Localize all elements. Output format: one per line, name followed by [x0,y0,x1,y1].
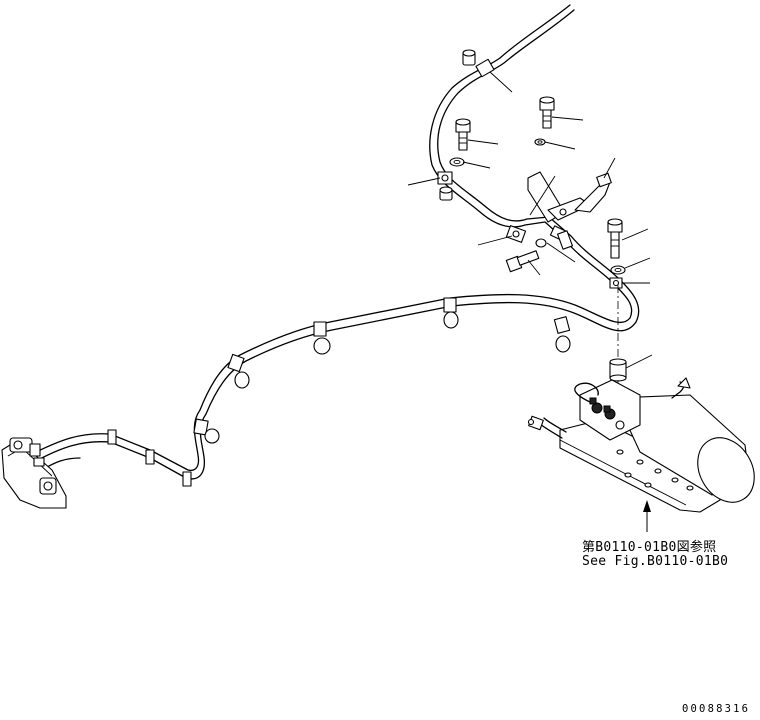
harness-tab-3 [182,471,192,487]
drawing-number: 00088316 [682,703,751,715]
p-clamp-3 [313,321,331,355]
cable-lug-left [527,415,544,431]
starter-motor-assembly [527,377,755,513]
washer-center [535,238,547,248]
p-clamp-4 [227,353,250,389]
spacer-collar [609,358,627,382]
washer-lower-right [610,265,626,275]
clamp-left-bracket [437,171,453,185]
clamp-right-lower [609,277,623,289]
bolt-upper-right [539,96,555,129]
p-clamp-2 [443,297,459,329]
washer-upper-right [534,138,546,146]
bolt-center [505,250,540,273]
reference-arrow [643,500,651,532]
harness-clamps [107,49,623,487]
leader-lines [407,71,653,369]
washer-upper-right-hole [537,140,543,144]
p-clamp-5 [193,418,220,444]
solenoid-terminals [589,397,625,430]
clamp-center-bracket [505,225,527,243]
wiring-harness [29,4,640,480]
bolt-lower-right [607,218,623,259]
p-clamp-1 [553,316,571,353]
washer-upper-left-hole [453,159,461,165]
harness-connector [549,225,573,250]
base-plate-holes [616,449,694,491]
bolt-upper-left [455,118,471,151]
reference-note-english: See Fig.B0110-01B0 [582,554,729,569]
harness-tab-1 [107,429,117,445]
rear-lamp-assembly [1,437,67,509]
motor-end-cap [697,437,755,503]
lamp-grommet [33,457,45,467]
lamp-connector-upper [9,437,41,457]
clamp-top [462,49,495,78]
mounting-bracket [527,171,612,223]
nut-left [439,186,453,201]
washer-upper-left [449,157,465,167]
washer-lower-right-hole [614,267,622,273]
harness-tab-2 [145,449,155,465]
reference-note-japanese: 第B0110-01B0図参照 [582,540,717,555]
lamp-connector-lower [39,477,57,495]
